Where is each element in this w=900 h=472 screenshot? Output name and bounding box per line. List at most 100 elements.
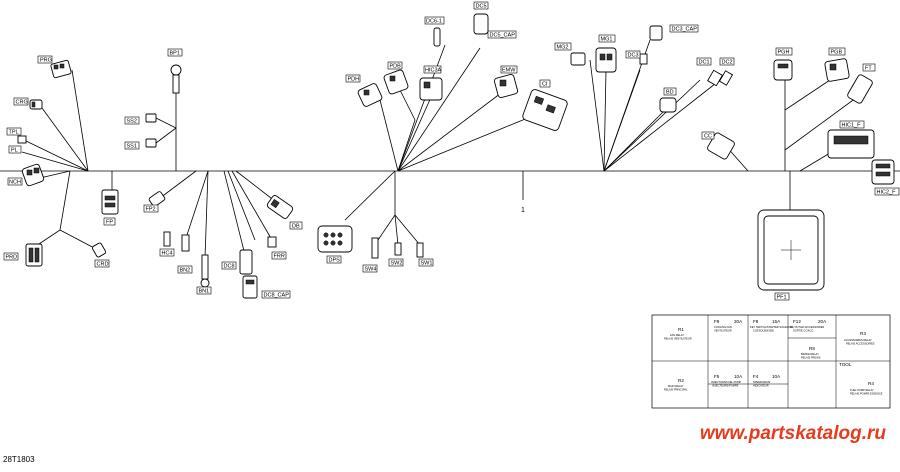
svg-text:10A: 10A [734,374,743,379]
fuse-f5: F5 10A INJECTORS/FUEL PUMP INJECTEURS/PO… [711,374,743,388]
fuse-f9: F9 20A COOLING FAN VENTILATEUR [714,319,743,333]
label-dc3-cap: DC3_CAP [669,24,699,33]
svg-text:DC5: DC5 [476,4,487,10]
label-bd: BD [663,87,677,96]
label-hic2-f: HIC2_F [874,187,900,196]
connector-tpl [17,135,27,144]
connector-frr [267,236,277,248]
svg-text:FT: FT [865,66,872,72]
connector-bn2 [181,234,190,252]
label-ci: CI [539,79,551,88]
connector-crg [29,99,43,110]
svg-text:MG1: MG1 [601,37,613,43]
label-pdh: PDH [345,74,361,83]
svg-text:R3: R3 [860,331,866,336]
svg-text:FAN RELAY: FAN RELAY [670,333,684,337]
svg-text:PGH: PGH [778,50,790,56]
connector-hic3a [419,77,443,101]
svg-text:PRD: PRD [6,255,18,261]
relay-r4: R4 FUEL PUMP RELAY RELAIS POMPE ESSENCE [850,381,883,396]
label-pgb: PGB [828,47,846,56]
tool-slot: TOOL [839,362,852,367]
connector-cc [707,132,735,160]
connector-hic2-f [871,159,895,185]
svg-text:20A: 20A [818,319,827,324]
svg-text:R4: R4 [868,381,874,386]
svg-text:MG2: MG2 [557,45,569,51]
label-mg2: MG2 [554,42,572,51]
label-pdb: PDB [387,61,403,70]
connector-dps [317,225,353,253]
svg-text:INJECTORS/FUEL PUMP: INJECTORS/FUEL PUMP [711,380,741,384]
label-dc5-cap: DC5_CAP [487,30,517,39]
label-fp2: FP2 [143,204,159,213]
relay-r8: R8 BRAKE RELAY RELAIS FREINS [801,346,821,360]
label-dc6-1: DC6-1 [424,16,445,25]
svg-text:RELAIS POMPE ESSENCE: RELAIS POMPE ESSENCE [850,392,883,396]
svg-text:RELAIS VENTILATEUR: RELAIS VENTILATEUR [664,337,692,341]
svg-text:F9: F9 [714,319,720,324]
label-hc4: HC4 [159,248,175,257]
connector-dc6-1 [433,27,441,47]
svg-text:HIC1_F: HIC1_F [842,123,862,129]
label-bp1: BP1 [167,48,183,57]
terminal-bp1 [170,64,182,94]
svg-text:SORTIE CC/ACC.: SORTIE CC/ACC. [793,329,814,333]
svg-text:SS2: SS2 [127,119,137,125]
svg-text:VENTILATEUR: VENTILATEUR [714,329,732,333]
svg-text:PDH: PDH [348,77,360,83]
label-sw4: SW4 [362,264,378,273]
svg-text:BP1: BP1 [170,51,180,57]
svg-text:CC: CC [704,134,712,140]
connector-ss2 [145,113,157,123]
connector-pdb [383,69,409,95]
label-prg: PRG [37,55,53,64]
connector-sw1 [416,242,424,258]
label-bn2: BN2 [177,265,193,274]
fuse-relay-table: R1 FAN RELAY RELAIS VENTILATEUR R2 MAIN … [651,314,891,409]
connector-dc1 [707,69,723,87]
connector-dc3 [639,53,648,65]
svg-text:R2: R2 [678,378,684,383]
terminal-bn1 [200,254,210,288]
svg-text:DC2: DC2 [722,60,733,66]
svg-text:20A: 20A [734,319,743,324]
connector-dc8 [239,249,253,275]
label-prd: PRD [3,252,19,261]
fuse-f4: F4 10A SPEEDO/ECM INDICATEUR [753,374,781,388]
svg-text:SPEEDO/ECM: SPEEDO/ECM [753,380,770,384]
svg-text:TPL: TPL [9,130,19,136]
svg-text:R1: R1 [678,327,684,332]
connector-fp2 [148,191,166,207]
connector-sw4 [371,237,379,259]
fuse-f8: F8 15A KEY SWITCH/STARTER SOLENOID CLÉ/S… [750,319,793,333]
svg-text:CI: CI [542,82,548,88]
svg-text:DC1: DC1 [699,60,710,66]
relay-r2: R2 MAIN RELAY RELAIS PRINCIPAL [664,378,688,392]
connector-ft [847,74,873,104]
connector-labels: PRG CRG TPL PL NCH PRD CRD FP BP1 SS2 SS… [3,1,900,301]
svg-text:10A: 10A [772,374,781,379]
svg-text:PRG: PRG [40,58,52,64]
svg-text:F5: F5 [714,374,720,379]
label-ss2: SS2 [124,116,140,125]
connector-dc3-cap [649,25,663,41]
label-hic1-f: HIC1_F [839,120,865,129]
connector-pdh [357,83,383,107]
label-fp: FP [103,217,116,226]
connector-fp [101,189,119,215]
label-dc5: DC5 [473,1,489,10]
svg-text:INDICATEUR: INDICATEUR [753,384,769,388]
label-nch: NCH [7,177,23,186]
svg-text:F12: F12 [793,319,801,324]
label-pf1: PF1 [774,292,790,301]
connector-dc5 [473,13,489,35]
svg-text:HIC3A: HIC3A [425,68,442,74]
label-pl: PL [8,145,22,154]
svg-text:15A: 15A [772,319,781,324]
svg-text:DC6-1: DC6-1 [426,19,442,25]
svg-text:PGB: PGB [831,50,843,56]
relay-r1: R1 FAN RELAY RELAIS VENTILATEUR [664,327,692,341]
svg-text:MAIN RELAY: MAIN RELAY [668,384,684,388]
connector-sw2 [394,242,402,256]
